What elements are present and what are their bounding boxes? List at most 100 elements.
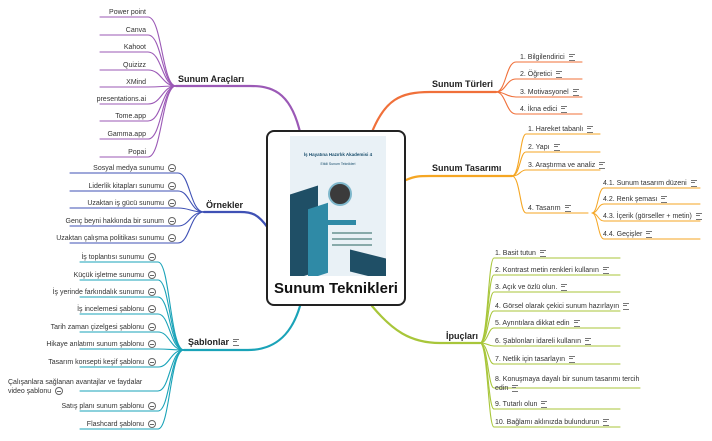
collapse-icon[interactable] [168,217,176,226]
sunum_tasarimi-item[interactable]: 2. Yapı [528,143,560,152]
notes-icon[interactable] [553,143,560,151]
connector-line [69,211,205,244]
ipuclari-item[interactable]: 7. Netlik için tasarlayın [495,355,576,364]
sunum_tasarimi-item[interactable]: 1. Hareket tabanlı [528,125,594,134]
sunum_turleri-item[interactable]: 3. Motivasyonel [520,88,579,97]
notes-icon[interactable] [695,212,702,220]
notes-icon[interactable] [233,339,240,347]
connector-line [79,279,185,351]
sablonlar-item[interactable]: İş incelemesi şablonu [6,305,156,314]
sunum_tasarimi-sub-item[interactable]: 4.4. Geçişler [603,230,653,239]
notes-icon[interactable] [555,70,562,78]
sunum_araclari-item[interactable]: Quizizz [46,61,146,70]
sunum_tasarimi-item[interactable]: 3. Araştırma ve analiz [528,161,606,170]
collapse-icon[interactable] [148,271,156,280]
notes-icon[interactable] [585,337,591,345]
sunum_turleri-item[interactable]: 4. İkna edici [520,105,568,114]
branch-ornekler[interactable]: Örnekler [206,200,243,210]
sablonlar-item[interactable]: İş yerinde farkındalık sunumu [6,288,156,297]
sunum_turleri-item[interactable]: 2. Öğretici [520,70,562,79]
ornekler-item-label: Uzaktan çalışma politikası sunumu [56,235,164,242]
notes-icon[interactable] [539,249,546,257]
sablonlar-item[interactable]: Tarih zaman çizelgesi şablonu [6,323,156,332]
collapse-icon[interactable] [148,288,156,297]
sablonlar-item[interactable]: Tasarım konsepti keşif şablonu [6,358,156,367]
ornekler-item[interactable]: Uzaktan iş gücü sunumu [26,199,176,208]
notes-icon[interactable] [569,355,576,363]
notes-icon[interactable] [599,161,606,169]
ornekler-item[interactable]: Liderlik kitapları sunumu [26,182,176,191]
notes-icon[interactable] [561,283,568,291]
sunum_tasarimi-sub-item[interactable]: 4.3. İçerik (görseller + metin) [603,212,702,221]
sablonlar-item[interactable]: Hikaye anlatımı sunum şablonu [6,340,156,349]
sablonlar-item[interactable]: Çalışanlara sağlanan avantajlar ve fayda… [8,378,148,396]
collapse-icon[interactable] [148,358,156,367]
notes-icon[interactable] [646,230,653,238]
ornekler-item[interactable]: Sosyal medya sunumu [26,164,176,173]
branch-ipuclari[interactable]: İpuçları [446,331,478,341]
ipuclari-item[interactable]: 8. Konuşmaya dayalı bir sunum tasarımı t… [495,375,645,393]
collapse-icon[interactable] [168,182,176,191]
sunum_turleri-item[interactable]: 1. Bilgilendirici [520,53,575,62]
ipuclari-item[interactable]: 5. Ayrıntılara dikkat edin [495,319,580,328]
notes-icon[interactable] [572,88,579,96]
collapse-icon[interactable] [168,164,176,173]
ornekler-item[interactable]: Genç beyni hakkında bir sunum [26,217,176,226]
ipuclari-item-label: 3. Açık ve özlü olun. [495,284,558,291]
ipuclari-item[interactable]: 4. Görsel olarak çekici sunum hazırlayın [495,302,630,311]
ipuclari-item[interactable]: 1. Basit tutun [495,249,546,258]
collapse-icon[interactable] [168,234,176,243]
ipuclari-item-label: 4. Görsel olarak çekici sunum hazırlayın [495,303,620,310]
branch-sunum-tasarimi[interactable]: Sunum Tasarımı [432,163,501,173]
notes-icon[interactable] [603,418,610,426]
sunum_araclari-item[interactable]: Tome.app [46,112,146,121]
notes-icon[interactable] [661,195,668,203]
sunum_araclari-item[interactable]: presentations.ai [46,95,146,104]
sunum_tasarimi-sub-item[interactable]: 4.1. Sunum tasarım düzeni [603,179,697,188]
ipuclari-item[interactable]: 6. Şablonları idareli kullanın [495,337,591,346]
notes-icon[interactable] [623,302,630,310]
notes-icon[interactable] [564,204,571,212]
collapse-icon[interactable] [148,340,156,349]
ipuclari-item[interactable]: 2. Kontrast metin renkleri kullanın [495,266,609,275]
sunum_tasarimi-sub-item[interactable]: 4.2. Renk şeması [603,195,668,204]
branch-sunum-araclari[interactable]: Sunum Araçları [178,74,244,84]
sablonlar-item-label: Çalışanlara sağlanan avantajlar ve fayda… [8,379,143,395]
ipuclari-item[interactable]: 3. Açık ve özlü olun. [495,283,568,292]
sunum_araclari-item[interactable]: Gamma.app [46,130,146,139]
collapse-icon[interactable] [148,420,156,429]
ornekler-item[interactable]: Uzaktan çalışma politikası sunumu [26,234,176,243]
collapse-icon[interactable] [148,305,156,314]
notes-icon[interactable] [568,53,575,61]
sunum_araclari-item[interactable]: Power point [46,8,146,17]
sunum_araclari-item[interactable]: Popai [46,148,146,157]
notes-icon[interactable] [690,179,697,187]
central-topic-node[interactable]: İş Hayatına Hazırlık Akademisi 4 Etkili … [266,130,406,306]
sunum_araclari-item[interactable]: Kahoot [46,43,146,52]
sunum_tasarimi-item[interactable]: 4. Tasarım [528,204,571,213]
sablonlar-item[interactable]: Küçük işletme sunumu [6,271,156,280]
branch-sunum-turleri[interactable]: Sunum Türleri [432,79,493,89]
collapse-icon[interactable] [168,199,176,208]
notes-icon[interactable] [573,319,580,327]
notes-icon[interactable] [602,266,609,274]
sunum_araclari-item-label: presentations.ai [96,96,146,103]
notes-icon[interactable] [512,384,519,392]
sunum_araclari-item[interactable]: Canva [46,26,146,35]
collapse-icon[interactable] [148,323,156,332]
notes-icon[interactable] [587,125,594,133]
connector-line [479,342,621,428]
collapse-icon[interactable] [148,402,156,411]
ornekler-item-label: Genç beyni hakkında bir sunum [65,218,164,225]
branch-sablonlar[interactable]: Şablonlar [188,337,240,347]
sablonlar-item[interactable]: Flashcard şablonu [6,420,156,429]
collapse-icon[interactable] [55,387,64,396]
collapse-icon[interactable] [148,253,156,262]
sablonlar-item[interactable]: Satış planı sunum şablonu [6,402,156,411]
sablonlar-item[interactable]: İş toplantısı sunumu [6,253,156,262]
ipuclari-item[interactable]: 10. Bağlamı aklınızda bulundurun [495,418,610,427]
notes-icon[interactable] [561,105,568,113]
ipuclari-item[interactable]: 9. Tutarlı olun [495,400,548,409]
sunum_araclari-item[interactable]: XMind [46,78,146,87]
notes-icon[interactable] [541,400,548,408]
